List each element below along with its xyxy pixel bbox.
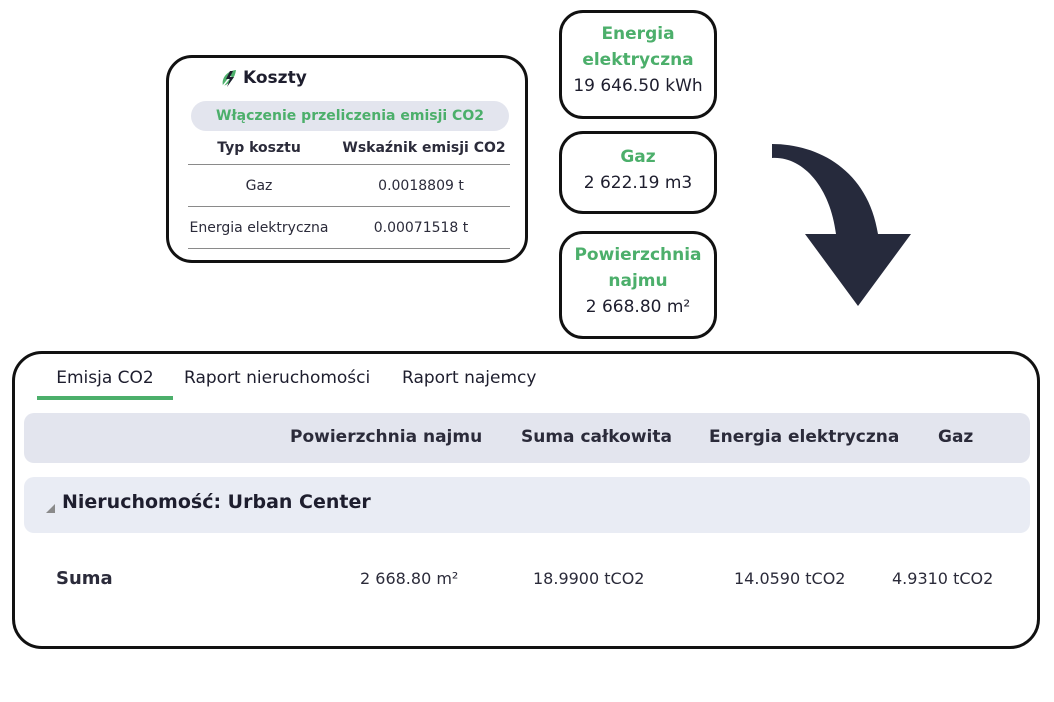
leaf-lightning-icon (219, 68, 241, 88)
column-header-rental-area[interactable]: Powierzchnia najmu (290, 427, 483, 447)
energy-stat-value: 19 646.50 kWh (573, 76, 703, 96)
area-stat-label: Powierzchnia najmu (574, 245, 702, 291)
property-group-title: Nieruchomość: Urban Center (62, 491, 371, 513)
gas-stat-card: Gaz 2 622.19 m3 (559, 131, 717, 214)
cost-type-cell: Energia elektryczna (189, 219, 329, 236)
column-header-co2-factor: Wskaźnik emisji CO2 (342, 140, 506, 156)
property-group-row[interactable]: Nieruchomość: Urban Center (24, 477, 1030, 533)
sum-rental-area: 2 668.80 m² (360, 569, 459, 588)
column-header-electricity[interactable]: Energia elektryczna (709, 427, 900, 447)
sum-electricity: 14.0590 tCO2 (734, 569, 846, 588)
table-row[interactable]: Gaz 0.0018809 t (188, 165, 510, 207)
area-stat-card: Powierzchnia najmu 2 668.80 m² (559, 231, 717, 339)
co2-report-panel: Emisja CO2 Raport nieruchomości Raport n… (12, 351, 1040, 649)
column-header-total[interactable]: Suma całkowita (521, 427, 672, 447)
cost-type-cell: Gaz (245, 177, 273, 194)
column-header-gas[interactable]: Gaz (938, 427, 974, 447)
co2-factor-cell: 0.0018809 t (378, 177, 464, 194)
sum-total: 18.9900 tCO2 (533, 569, 645, 588)
tab-property-report[interactable]: Raport nieruchomości (184, 368, 371, 388)
costs-card-title: Koszty (243, 68, 307, 88)
report-column-header: Powierzchnia najmu Suma całkowita Energi… (24, 413, 1030, 463)
energy-stat-label: Energia elektryczna (582, 24, 694, 70)
energy-stat-card: Energia elektryczna 19 646.50 kWh (559, 10, 717, 119)
area-stat-value: 2 668.80 m² (585, 297, 691, 317)
sum-row: Suma 2 668.80 m² 18.9900 tCO2 14.0590 tC… (15, 568, 1037, 598)
gas-stat-value: 2 622.19 m3 (583, 173, 693, 193)
table-header-row: Typ kosztu Wskaźnik emisji CO2 (188, 136, 510, 165)
tab-co2-emission[interactable]: Emisja CO2 (37, 366, 173, 400)
co2-conversion-toggle[interactable]: Włączenie przeliczenia emisji CO2 (191, 101, 509, 131)
costs-card-header: Koszty (219, 68, 307, 88)
table-row[interactable]: Energia elektryczna 0.00071518 t (188, 207, 510, 249)
gas-stat-label: Gaz (620, 147, 656, 167)
costs-card: Koszty Włączenie przeliczenia emisji CO2… (166, 55, 528, 263)
co2-factor-cell: 0.00071518 t (373, 219, 469, 236)
curved-arrow-down-icon (770, 138, 915, 312)
collapse-triangle-icon[interactable] (45, 499, 56, 518)
sum-gas: 4.9310 tCO2 (892, 569, 994, 588)
tab-tenant-report[interactable]: Raport najemcy (402, 368, 537, 388)
column-header-cost-type: Typ kosztu (217, 140, 301, 156)
emission-factor-table: Typ kosztu Wskaźnik emisji CO2 Gaz 0.001… (188, 136, 510, 249)
sum-label: Suma (56, 568, 113, 589)
